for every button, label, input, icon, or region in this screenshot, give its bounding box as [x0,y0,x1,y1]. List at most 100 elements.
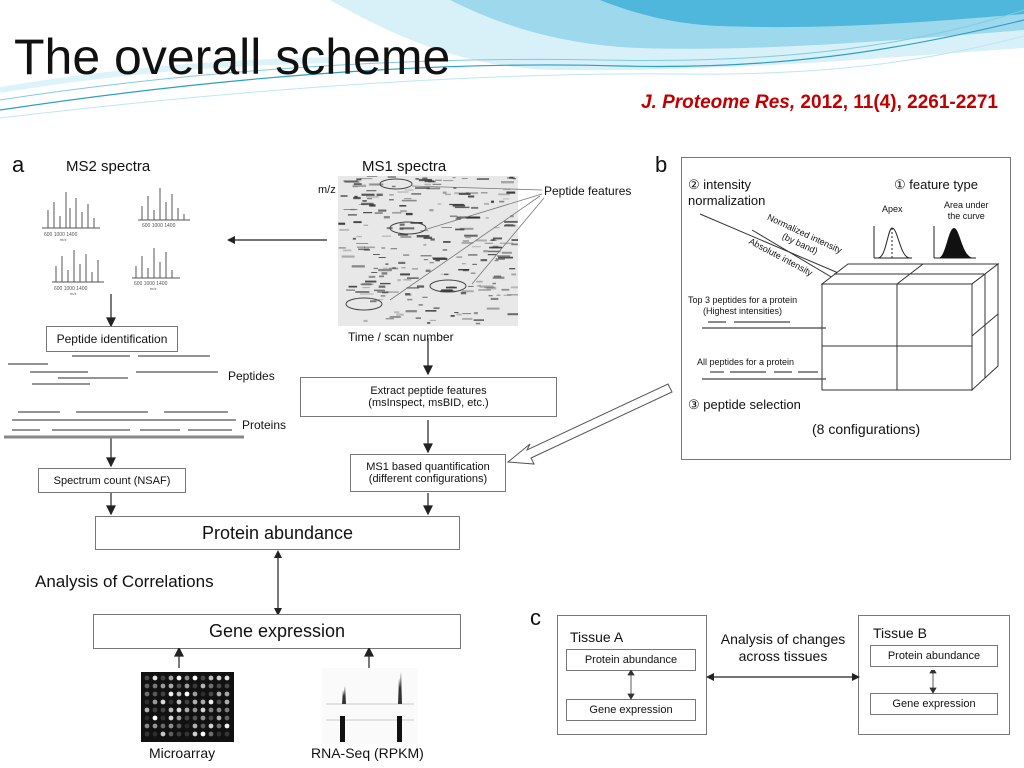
ms1-signal-streak [458,193,471,195]
ms1-signal-streak [354,195,358,198]
ms1-signal-streak [486,287,497,290]
ms1-signal-streak [392,267,396,269]
microarray-spot [176,707,182,713]
ms1-signal-streak [427,322,431,324]
microarray-spot [200,723,206,729]
ms1-signal-streak [388,267,399,270]
ms1-signal-streak [359,293,374,295]
microarray-spot [184,691,190,697]
microarray-spot [192,691,198,697]
ms1-signal-streak [363,319,368,322]
ms1-signal-streak [494,260,499,262]
ms1-signal-streak [423,259,429,261]
ms1-signal-streak [442,191,447,194]
tissue-a-protein-box: Protein abundance [566,649,696,671]
ms1-signal-streak [340,195,348,197]
ms1-signal-streak [476,178,490,180]
ms1-signal-streak [389,316,402,318]
ms1-signal-streak [390,248,398,250]
ms1-signal-streak [361,202,374,206]
ms1-signal-streak [496,294,501,296]
ms1-signal-streak [356,235,362,238]
ms1-signal-streak [418,178,433,182]
microarray-spot [224,691,230,697]
ms1-signal-streak [501,288,510,291]
ms1-signal-streak [444,273,449,276]
microarray-spot [184,715,190,721]
ms2-tick-labels-3: 600 1000 1400 [54,286,88,292]
all-peptides-label: All peptides for a protein [697,357,795,367]
ms1-signal-streak [348,285,358,288]
ms1-signal-streak [422,296,428,298]
microarray-spot [168,723,174,729]
microarray-spot [216,723,222,729]
ms1-signal-streak [480,192,488,194]
peptides-label: Peptides [228,369,275,383]
ms1-signal-streak [346,289,355,291]
analysis-of-changes-label: Analysis of changes across tissues [708,631,858,665]
peptides-proteins-lines [4,355,244,439]
ms1-signal-streak [433,257,448,260]
panel-c-label: c [530,605,541,630]
microarray-spot [184,723,190,729]
microarray-spot [160,707,166,713]
ms1-signal-streak [468,195,475,198]
ms1-quant-line-2: (different configurations) [368,473,488,485]
intensity-norm-line-1: ② intensity [688,177,751,192]
ms1-signal-streak [465,192,479,195]
microarray-spot [184,683,190,689]
ms1-signal-streak [378,298,384,300]
ms2-unit-label-3: m/z [70,291,76,296]
ms1-signal-streak [449,215,458,217]
ms1-signal-streak [507,177,515,179]
peptide-features-label: Peptide features [544,184,632,198]
ms1-signal-streak [365,280,377,283]
ms1-signal-streak [449,203,464,206]
ms1-signal-streak [501,251,512,254]
microarray-spot [200,731,206,737]
microarray-spot [144,675,150,681]
microarray-spot [168,691,174,697]
ms1-signal-streak [404,198,412,200]
microarray-spot [144,683,150,689]
analysis-of-correlations-label: Analysis of Correlations [35,572,214,591]
top3-peptides-label: Top 3 peptides for a protein (Highest in… [688,295,797,317]
ms1-signal-streak [366,190,377,192]
ms1-signal-streak [484,202,489,205]
ms1-signal-streak [458,269,470,271]
ms1-signal-streak [406,277,419,279]
microarray-spot [200,691,206,697]
rnaseq-label: RNA-Seq (RPKM) [311,745,424,761]
ms1-signal-streak [484,286,496,289]
ms1-signal-streak [361,283,372,286]
ms1-signal-streak [511,243,518,246]
microarray-spot [160,715,166,721]
microarray-spot [192,723,198,729]
ms1-signal-streak [468,254,478,256]
ms1-signal-streak [391,185,396,188]
tissue-comparison-arrow [706,673,860,681]
microarray-spot [216,683,222,689]
microarray-spot [184,699,190,705]
ms1-signal-streak [490,297,499,300]
microarray-spot [184,707,190,713]
ms1-signal-streak [489,246,502,249]
ms1-signal-streak [478,289,491,291]
ms1-signal-streak [488,295,493,297]
ms1-signal-streak [441,227,452,228]
ms1-signal-streak [493,227,500,229]
ms1-signal-streak [356,243,369,244]
ms1-signal-streak [397,279,401,282]
protein-abundance-box: Protein abundance [95,516,460,550]
ms1-signal-streak [407,298,413,301]
microarray-spot [144,723,150,729]
ms1-signal-streak [390,316,401,318]
ms1-signal-streak [461,178,468,179]
ms1-signal-streak [394,311,400,313]
ms1-signal-streak [485,217,489,219]
ms1-signal-streak [424,180,435,183]
microarray-spot [160,675,166,681]
ms1-signal-streak [356,178,362,181]
ms1-signal-streak [471,206,479,209]
microarray-spot [176,691,182,697]
